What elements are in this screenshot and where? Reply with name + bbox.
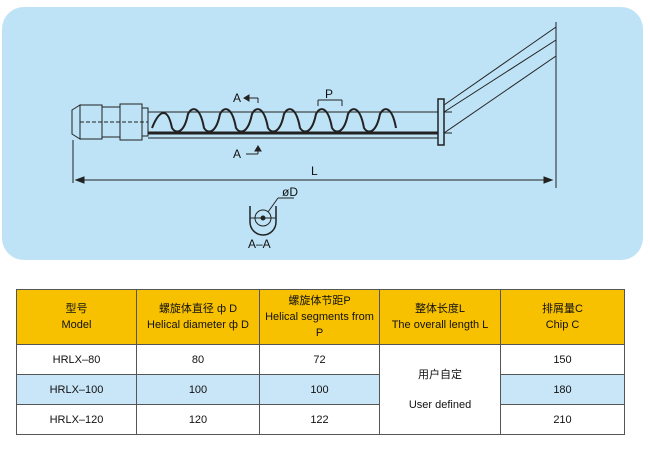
cell-chip: 150 bbox=[500, 344, 625, 375]
label-a-top: A bbox=[233, 91, 241, 105]
dimension-lines bbox=[72, 99, 554, 184]
cell-pitch: 72 bbox=[259, 344, 380, 375]
flange bbox=[437, 98, 452, 146]
cell-model: HRLX–120 bbox=[16, 404, 137, 435]
cell-pitch: 100 bbox=[259, 374, 380, 405]
table-row: HRLX–100 100 100 180 bbox=[16, 374, 625, 405]
section-arrows bbox=[243, 94, 262, 155]
label-section: A–A bbox=[248, 237, 271, 251]
cell-model: HRLX–80 bbox=[16, 344, 137, 375]
cell-diameter: 100 bbox=[136, 374, 260, 405]
section-view bbox=[249, 197, 294, 236]
cell-chip: 180 bbox=[500, 374, 625, 405]
cell-diameter: 80 bbox=[136, 344, 260, 375]
cell-model: HRLX–100 bbox=[16, 374, 137, 405]
helical-screw bbox=[151, 108, 397, 133]
label-diameter: øD bbox=[282, 185, 298, 199]
table-row: HRLX–120 120 122 210 bbox=[16, 404, 625, 435]
drive-head bbox=[71, 103, 149, 141]
screw-conveyor-drawing: A A P L øD A–A bbox=[71, 22, 557, 251]
discharge-chute bbox=[443, 22, 557, 188]
label-length: L bbox=[311, 164, 318, 178]
cell-diameter: 120 bbox=[136, 404, 260, 435]
label-pitch: P bbox=[325, 87, 333, 101]
cell-pitch: 122 bbox=[259, 404, 380, 435]
cell-chip: 210 bbox=[500, 404, 625, 435]
label-a-bottom: A bbox=[233, 147, 241, 161]
